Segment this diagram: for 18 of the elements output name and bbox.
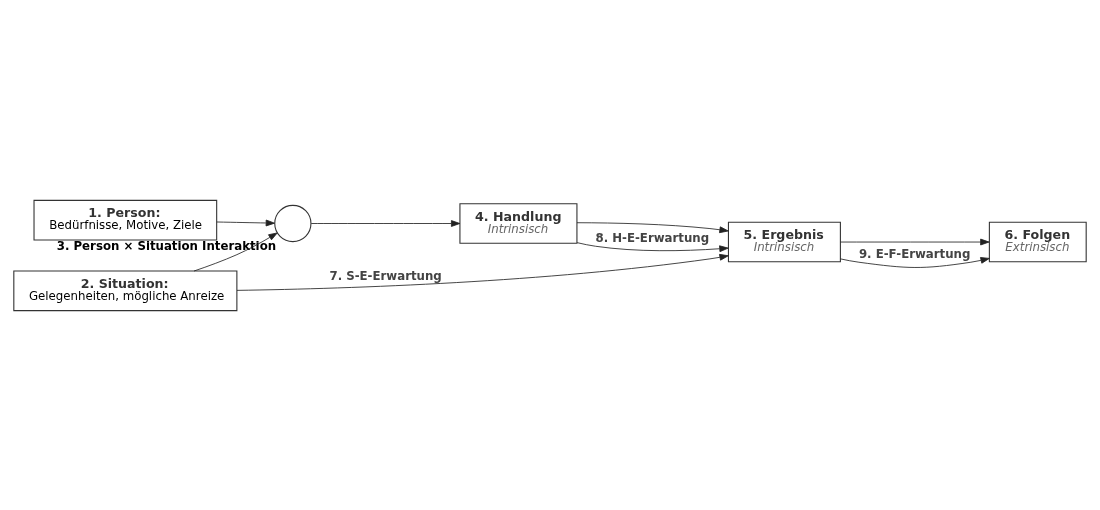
node-box: 5. Ergebnis Intrinsisch bbox=[727, 221, 841, 262]
arrow bbox=[840, 256, 990, 268]
arrow bbox=[840, 238, 990, 245]
node-box: 1. Person: Bedürfnisse, Motive, Ziele bbox=[33, 199, 218, 240]
node-box: 2. Situation: Gelegenheiten, mögliche Anreize bbox=[13, 270, 238, 311]
edge-label: 8. H-E-Erwartung bbox=[595, 230, 710, 245]
node-circle bbox=[274, 204, 312, 242]
arrow bbox=[193, 232, 278, 271]
node-label: 3. Person × Situation Interaktion bbox=[56, 238, 277, 253]
arrow bbox=[216, 219, 275, 226]
edge-label: 9. E-F-Erwartung bbox=[858, 246, 971, 261]
arrow bbox=[576, 241, 729, 252]
edge-label: 7. S-E-Erwartung bbox=[329, 268, 442, 283]
arrow bbox=[576, 221, 729, 233]
node-box: 4. Handlung Intrinsisch bbox=[459, 202, 578, 244]
node-box: 6. Folgen Extrinsisch bbox=[988, 221, 1087, 262]
arrow bbox=[310, 219, 461, 227]
arrow bbox=[236, 253, 729, 291]
